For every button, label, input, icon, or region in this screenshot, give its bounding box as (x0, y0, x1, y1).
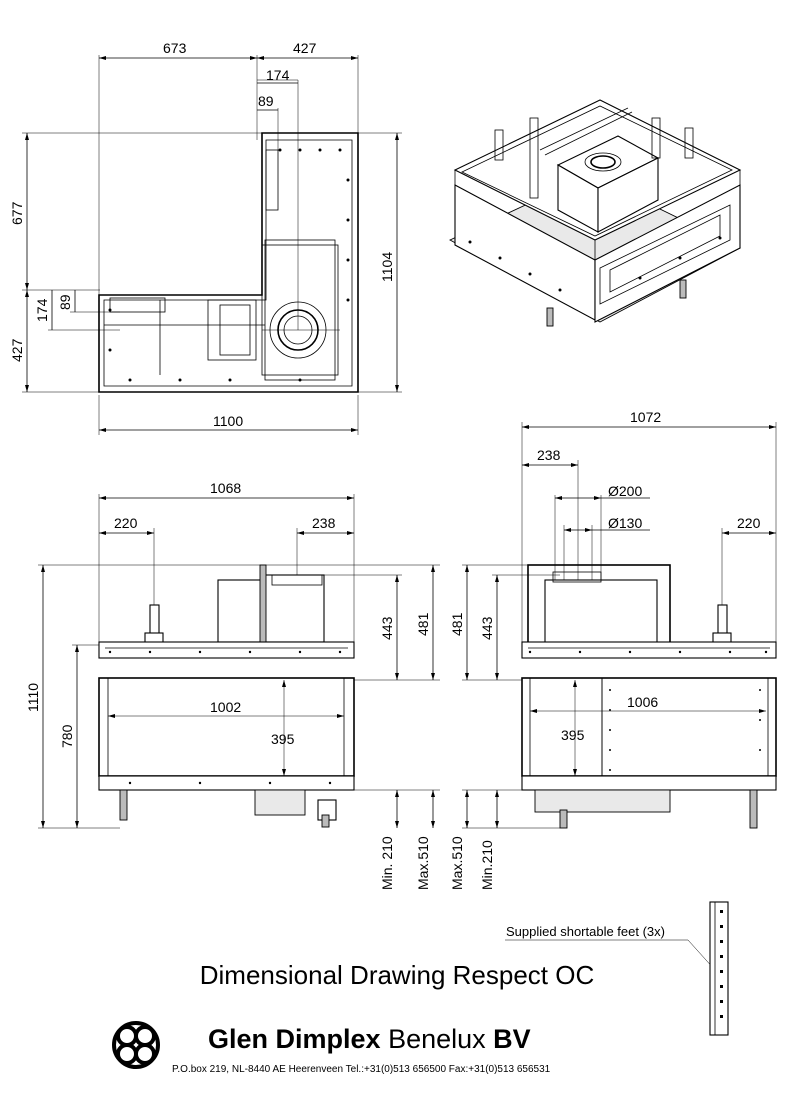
dim-dia-130: Ø130 (608, 515, 642, 531)
dim-89-side: 89 (57, 294, 73, 310)
dim-220-front: 220 (114, 515, 138, 531)
dim-238-front: 238 (312, 515, 336, 531)
dim-1072: 1072 (630, 409, 661, 425)
dim-max-510-side: Max.510 (449, 836, 465, 890)
front-view: 1068 220 238 1110 780 443 (25, 480, 440, 890)
side-view: 1072 238 Ø200 Ø130 220 481 (449, 409, 777, 890)
dim-min-210-front: Min. 210 (379, 836, 395, 890)
dim-min-210-side: Min.210 (479, 840, 495, 890)
dim-443-side: 443 (479, 616, 495, 640)
feet-note: Supplied shortable feet (3x) (506, 924, 665, 939)
dim-481-side: 481 (449, 612, 465, 636)
company-name-bold: Glen Dimplex (208, 1024, 381, 1054)
dim-89-top: 89 (258, 93, 274, 109)
dim-220-side: 220 (737, 515, 761, 531)
company-address: P.O.box 219, NL-8440 AE Heerenveen Tel.:… (172, 1064, 551, 1075)
shortable-foot (505, 901, 729, 1036)
dim-1100: 1100 (213, 413, 243, 429)
dim-238-side: 238 (537, 447, 561, 463)
glen-dimplex-logo (112, 1021, 160, 1069)
dim-780: 780 (59, 724, 75, 748)
dim-427-left: 427 (9, 338, 25, 362)
dim-427-top: 427 (293, 40, 317, 56)
dim-395-front: 395 (271, 731, 295, 747)
dim-1104: 1104 (379, 252, 395, 282)
dim-1006: 1006 (627, 694, 658, 710)
company-name-regular: Benelux (388, 1024, 486, 1054)
dim-174-top: 174 (266, 67, 290, 83)
isometric-view (449, 99, 742, 327)
dim-677: 677 (9, 201, 25, 225)
dim-dia-200: Ø200 (608, 483, 642, 499)
dim-673: 673 (163, 40, 187, 56)
dim-1110: 1110 (25, 683, 41, 712)
dim-174-side: 174 (34, 298, 50, 322)
drawing-title: Dimensional Drawing Respect OC (199, 960, 595, 990)
dim-443-front: 443 (379, 616, 395, 640)
dim-max-510-front: Max.510 (415, 836, 431, 890)
dim-1002: 1002 (210, 699, 241, 715)
dim-395-side: 395 (561, 727, 585, 743)
dim-481-front: 481 (415, 612, 431, 636)
company-suffix: BV (493, 1024, 531, 1054)
company-name: Glen Dimplex Benelux BV (208, 1024, 531, 1055)
top-view: 673 427 174 89 677 427 174 89 1104 (9, 40, 402, 435)
dim-1068: 1068 (210, 480, 241, 496)
